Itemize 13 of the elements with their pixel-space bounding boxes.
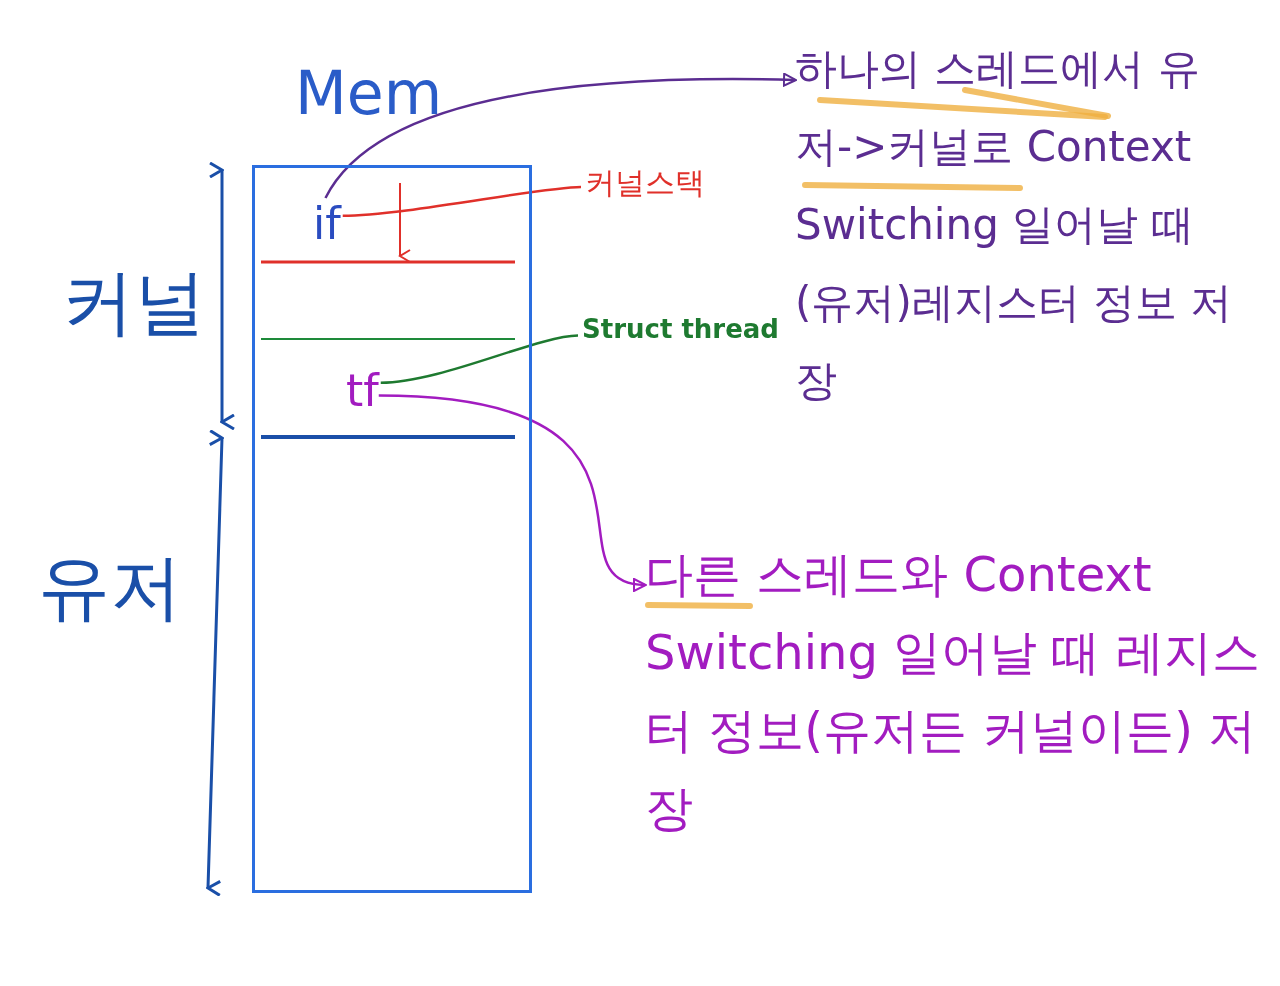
note: 하나의 스레드에서 유저->커널로 Context Switching 일어날 때 (유저)레지스터 정보 저장 [795,30,1235,490]
note: 다른 스레드와 Context Switching 일어날 때 레지스터 정보(유저든 커널이든) 저장 [645,535,1275,935]
region-label: if [313,198,341,249]
section-label: 커널 [62,259,206,346]
leader-line [380,334,579,385]
region-caption: Struct thread [582,314,787,350]
region-caption: 커널스택 [585,163,735,203]
arrow [378,394,647,590]
arrow [324,72,797,199]
heading: Mem [295,58,443,128]
leader-line [342,185,582,218]
region-label: tf [346,365,379,416]
section-label: 유저 [38,544,182,631]
